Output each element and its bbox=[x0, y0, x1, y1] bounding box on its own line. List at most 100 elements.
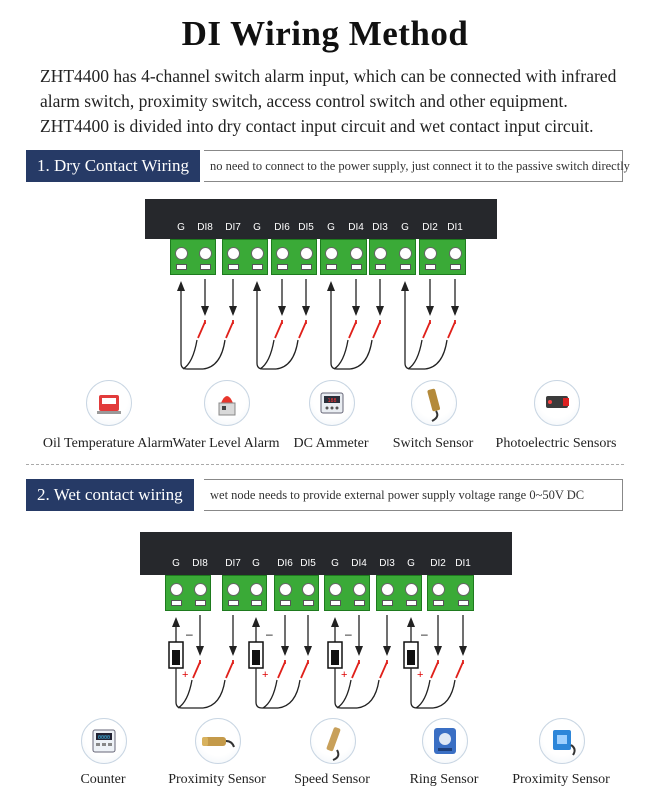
screw-hole bbox=[448, 247, 462, 260]
wire bbox=[404, 291, 412, 370]
device-label: Oil Temperature Alarm bbox=[42, 436, 174, 451]
battery-minus: – bbox=[421, 627, 428, 641]
arrow-down bbox=[302, 306, 310, 316]
pin-label: DI1 bbox=[447, 222, 463, 233]
section-2-title: 2. Wet contact wiring bbox=[26, 479, 194, 511]
battery-plus: + bbox=[182, 669, 188, 681]
wire-slot bbox=[300, 264, 312, 270]
screw-hole bbox=[193, 583, 207, 596]
wire-slot bbox=[199, 264, 211, 270]
pin-label: G bbox=[252, 558, 260, 569]
wire-slot bbox=[405, 600, 417, 606]
screw-hole bbox=[275, 247, 289, 260]
screw-hole bbox=[301, 583, 315, 596]
section-2-note: wet node needs to provide external power… bbox=[204, 479, 623, 511]
battery-minus: – bbox=[345, 627, 352, 641]
wire-slot bbox=[227, 600, 239, 606]
wire bbox=[259, 339, 275, 370]
wire-slot bbox=[170, 600, 182, 606]
screw-hole bbox=[278, 583, 292, 596]
wire-slot bbox=[432, 600, 444, 606]
wire bbox=[424, 339, 448, 370]
wire-slot bbox=[381, 600, 393, 606]
screw-hole bbox=[349, 247, 363, 260]
pin-label: DI7 bbox=[225, 558, 241, 569]
screw-hole bbox=[250, 247, 264, 260]
battery-minus: – bbox=[266, 627, 273, 641]
switch-contact bbox=[348, 321, 357, 339]
wire-slot bbox=[279, 600, 291, 606]
wire bbox=[182, 339, 198, 370]
battery-cell bbox=[331, 650, 339, 665]
wire-slot bbox=[449, 264, 461, 270]
switch-contact bbox=[455, 661, 464, 679]
switch-contact bbox=[379, 661, 388, 679]
wire-slot bbox=[329, 600, 341, 606]
pin-label: G bbox=[172, 558, 180, 569]
pin-label: G bbox=[253, 222, 261, 233]
switch-contact bbox=[192, 661, 201, 679]
intro-line-1: ZHT4400 has 4-channel switch alarm input… bbox=[40, 66, 617, 86]
screw-hole bbox=[431, 583, 445, 596]
arrow-down bbox=[281, 646, 289, 656]
switch-contact bbox=[298, 321, 307, 339]
screw-hole bbox=[174, 247, 188, 260]
page-title: DI Wiring Method bbox=[181, 14, 469, 53]
intro-line-3: ZHT4400 is divided into dry contact inpu… bbox=[40, 116, 594, 136]
pin-label: DI4 bbox=[348, 222, 364, 233]
pin-label: DI4 bbox=[351, 558, 367, 569]
wire-slot bbox=[175, 264, 187, 270]
pin-label: DI6 bbox=[274, 222, 290, 233]
arrow-down bbox=[352, 306, 360, 316]
screw-hole bbox=[198, 247, 212, 260]
wire bbox=[333, 339, 349, 370]
wire-slot bbox=[399, 264, 411, 270]
screw-hole bbox=[380, 583, 394, 596]
battery-cell bbox=[407, 650, 415, 665]
device-label: Water Level Alarm bbox=[172, 436, 280, 451]
arrow-down bbox=[196, 646, 204, 656]
section-divider bbox=[26, 464, 624, 465]
arrow-up bbox=[253, 281, 261, 291]
pin-label: G bbox=[407, 558, 415, 569]
proximity-sensor-icon bbox=[195, 718, 241, 764]
screw-hole bbox=[398, 247, 412, 260]
pin-label: DI7 bbox=[225, 222, 241, 233]
wire bbox=[330, 291, 338, 370]
wire bbox=[334, 668, 342, 709]
battery-plus: + bbox=[262, 669, 268, 681]
wire bbox=[277, 679, 301, 709]
ring-sensor-icon bbox=[422, 718, 468, 764]
arrow-down bbox=[201, 306, 209, 316]
wire-slot bbox=[325, 264, 337, 270]
arrow-down bbox=[376, 306, 384, 316]
screw-hole bbox=[404, 583, 418, 596]
switch-sensor-icon bbox=[411, 380, 457, 426]
wire bbox=[415, 679, 431, 709]
wire-slot bbox=[227, 264, 239, 270]
pin-label: DI8 bbox=[192, 558, 208, 569]
wire bbox=[349, 339, 373, 370]
wire bbox=[407, 339, 423, 370]
device-label: Switch Sensor bbox=[392, 436, 474, 451]
arrow-up bbox=[252, 617, 260, 627]
wire bbox=[336, 679, 352, 709]
device-label: Proximity Sensor bbox=[168, 772, 266, 787]
wire bbox=[262, 679, 278, 709]
pin-label: G bbox=[177, 222, 185, 233]
battery-minus: – bbox=[186, 627, 193, 641]
switch-contact bbox=[351, 661, 360, 679]
speed-sensor-icon bbox=[310, 718, 356, 764]
screw-hole bbox=[324, 247, 338, 260]
arrow-up bbox=[177, 281, 185, 291]
warning-light-icon bbox=[204, 380, 250, 426]
switch-contact bbox=[447, 321, 456, 339]
device-label: Photoelectric Sensors bbox=[495, 436, 617, 451]
switch-contact bbox=[372, 321, 381, 339]
wire bbox=[177, 679, 193, 709]
pin-label: G bbox=[401, 222, 409, 233]
arrow-down bbox=[278, 306, 286, 316]
arrow-down bbox=[451, 306, 459, 316]
switch-contact bbox=[225, 321, 234, 339]
